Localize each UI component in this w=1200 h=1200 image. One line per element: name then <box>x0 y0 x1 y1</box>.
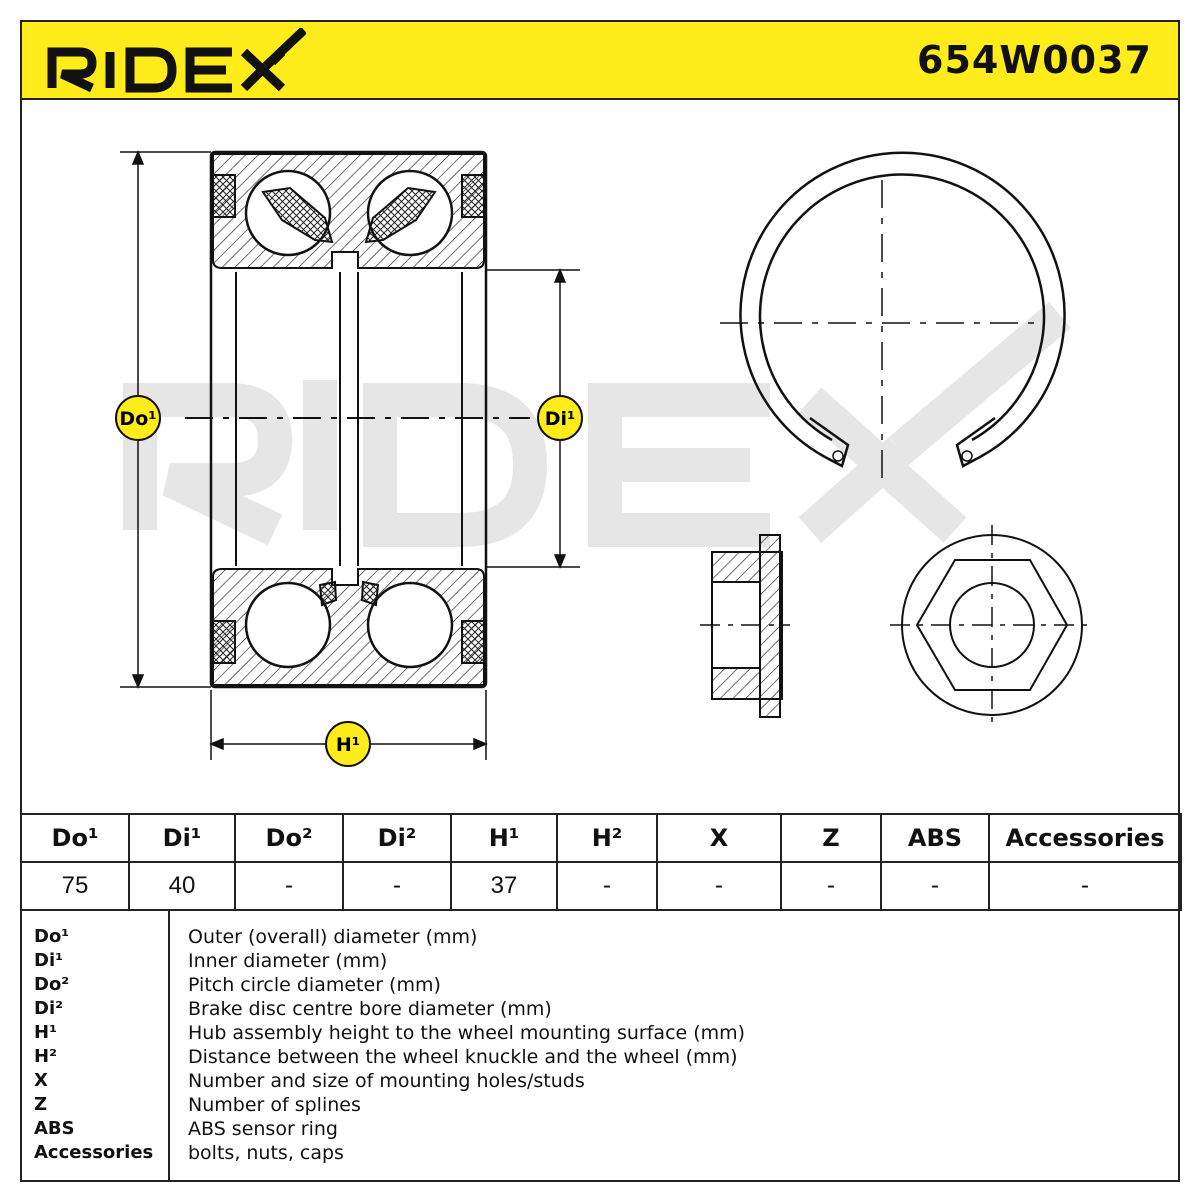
legend-key: Do¹ <box>34 926 70 947</box>
col-header: Accessories <box>988 813 1182 863</box>
spec-value-row: 75 40 - - 37 - - - - - <box>20 861 1182 911</box>
legend-item: H² Distance between the wheel knuckle an… <box>22 1045 1178 1069</box>
legend-key: Accessories <box>34 1142 154 1163</box>
legend-key: Do² <box>34 974 70 995</box>
svg-text:Di¹: Di¹ <box>545 408 576 430</box>
legend-key: Z <box>34 1094 48 1115</box>
col-header: Di² <box>342 813 452 863</box>
legend-key: H² <box>34 1046 57 1067</box>
legend-item: ABS ABS sensor ring <box>22 1117 1178 1141</box>
nut-side-view <box>700 534 790 718</box>
badge-do1: Do¹ <box>115 395 161 441</box>
legend-item: Do² Pitch circle diameter (mm) <box>22 973 1178 997</box>
legend-item: Do¹ Outer (overall) diameter (mm) <box>22 925 1178 949</box>
legend-description: Number of splines <box>188 1094 361 1116</box>
col-header: H¹ <box>450 813 558 863</box>
col-header: Do² <box>234 813 344 863</box>
bearing-section <box>185 150 530 689</box>
legend-description: Inner diameter (mm) <box>188 950 388 972</box>
svg-text:Do¹: Do¹ <box>119 408 156 430</box>
table-cell: - <box>880 861 990 911</box>
legend-description: ABS sensor ring <box>188 1118 338 1140</box>
legend-description: Pitch circle diameter (mm) <box>188 974 441 996</box>
legend-item: Di² Brake disc centre bore diameter (mm) <box>22 997 1178 1021</box>
table-cell: - <box>234 861 344 911</box>
legend-description: bolts, nuts, caps <box>188 1142 344 1164</box>
circlip-drawing <box>720 151 1066 480</box>
table-cell: - <box>556 861 658 911</box>
table-cell: 37 <box>450 861 558 911</box>
badge-di1: Di¹ <box>537 395 583 441</box>
col-header: Z <box>780 813 882 863</box>
header-bar: 654W0037 <box>20 20 1180 100</box>
legend-item: X Number and size of mounting holes/stud… <box>22 1069 1178 1093</box>
nut-front-view <box>890 525 1095 730</box>
legend-key: ABS <box>34 1118 75 1139</box>
col-header: H² <box>556 813 658 863</box>
table-cell: 40 <box>128 861 236 911</box>
legend-item: Di¹ Inner diameter (mm) <box>22 949 1178 973</box>
watermark-logo <box>123 302 1071 547</box>
legend: Do¹ Outer (overall) diameter (mm) Di¹ In… <box>20 909 1180 1182</box>
legend-description: Number and size of mounting holes/studs <box>188 1070 585 1092</box>
table-cell: - <box>988 861 1182 911</box>
legend-description: Hub assembly height to the wheel mountin… <box>188 1022 746 1044</box>
legend-item: H¹ Hub assembly height to the wheel moun… <box>22 1021 1178 1045</box>
table-cell: - <box>656 861 782 911</box>
ridex-logo <box>47 28 306 93</box>
technical-drawing: Do¹ Di¹ H¹ <box>115 150 1095 767</box>
part-number: 654W0037 <box>917 38 1152 82</box>
table-cell: - <box>342 861 452 911</box>
legend-description: Distance between the wheel knuckle and t… <box>188 1046 738 1068</box>
legend-key: H¹ <box>34 1022 57 1043</box>
legend-description: Brake disc centre bore diameter (mm) <box>188 998 552 1020</box>
col-header: ABS <box>880 813 990 863</box>
legend-key: Di¹ <box>34 950 63 971</box>
legend-description: Outer (overall) diameter (mm) <box>188 926 478 948</box>
spec-table: Do¹ Di¹ Do² Di² H¹ H² X Z ABS Accessorie… <box>20 813 1182 911</box>
legend-key: Di² <box>34 998 63 1019</box>
legend-divider <box>168 911 170 1180</box>
legend-item: Accessories bolts, nuts, caps <box>22 1141 1178 1165</box>
col-header: Di¹ <box>128 813 236 863</box>
table-cell: 75 <box>20 861 130 911</box>
dimension-lines <box>120 150 580 760</box>
badge-h1: H¹ <box>325 721 371 767</box>
table-cell: - <box>780 861 882 911</box>
spec-header-row: Do¹ Di¹ Do² Di² H¹ H² X Z ABS Accessorie… <box>20 813 1182 863</box>
legend-item: Z Number of splines <box>22 1093 1178 1117</box>
legend-key: X <box>34 1070 48 1091</box>
col-header: X <box>656 813 782 863</box>
svg-text:H¹: H¹ <box>336 734 360 756</box>
col-header: Do¹ <box>20 813 130 863</box>
